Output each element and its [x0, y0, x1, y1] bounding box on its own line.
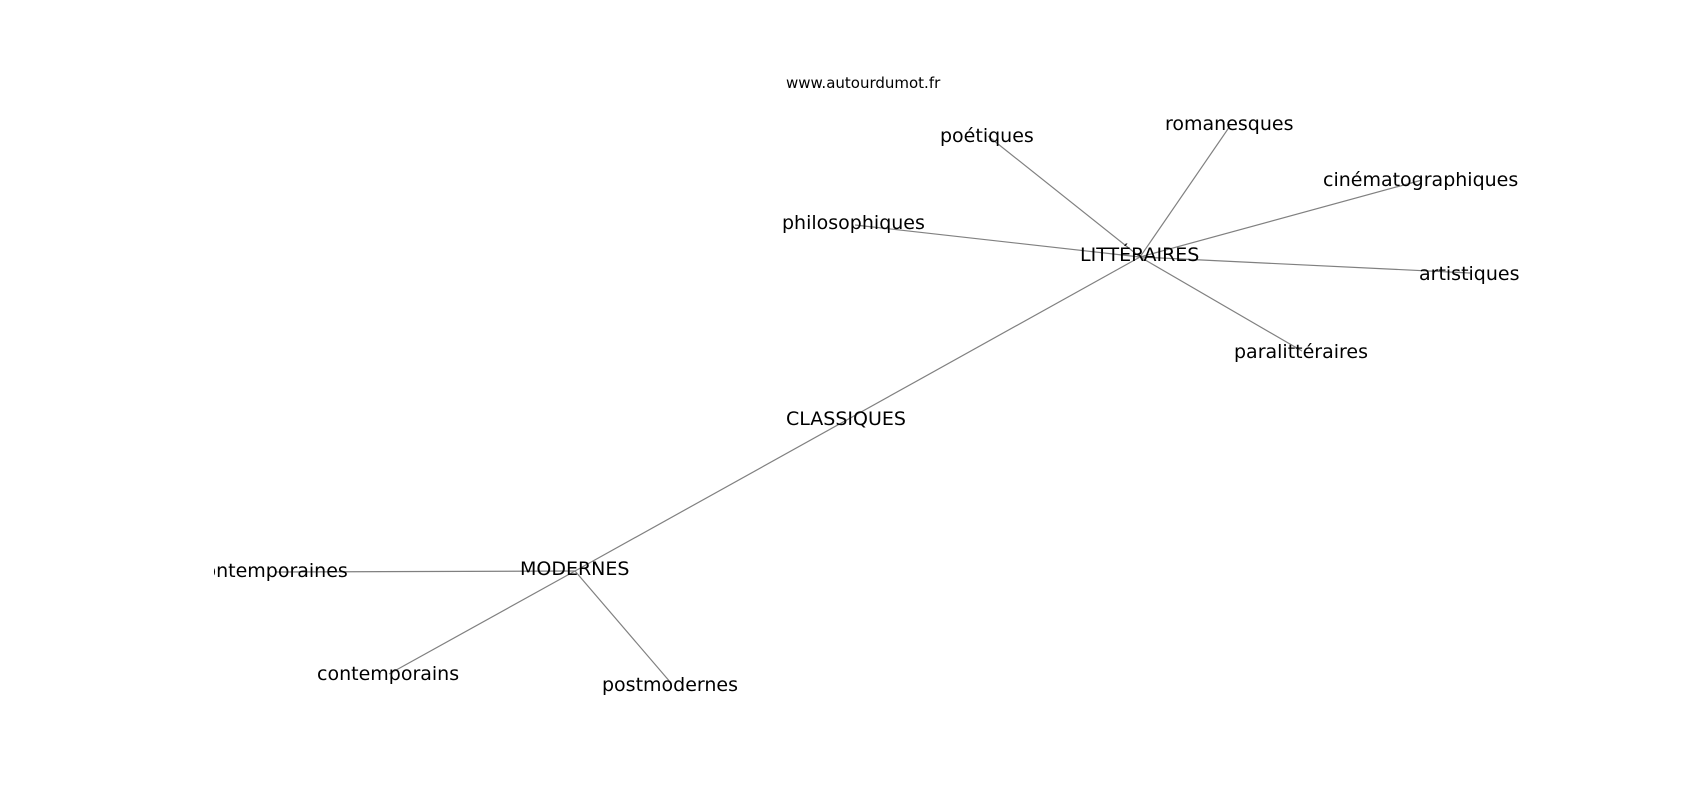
node-label-classiques[interactable]: CLASSIQUES: [786, 408, 906, 430]
graph-edges: [274, 125, 1471, 684]
node-label-artistiques[interactable]: artistiques: [1419, 263, 1520, 285]
node-label-litteraires[interactable]: LITTÉRAIRES: [1080, 243, 1199, 266]
edge-litteraires-romanesques: [1139, 125, 1231, 258]
edge-litteraires-paralitteraires: [1139, 256, 1303, 352]
node-label-modernes[interactable]: MODERNES: [520, 558, 629, 580]
edge-litteraires-poetiques: [987, 135, 1141, 258]
node-label-cinematographiques[interactable]: cinématographiques: [1323, 169, 1518, 191]
node-label-contemporains[interactable]: contemporains: [317, 663, 459, 685]
watermark-text: www.autourdumot.fr: [786, 74, 941, 92]
edge-modernes-contemporaines: [274, 570, 576, 573]
edge-litteraires-artistiques: [1139, 256, 1471, 274]
edge-litteraires-modernes: [574, 256, 1141, 572]
node-label-contemporaines[interactable]: contemporaines: [194, 560, 348, 582]
edge-modernes-postmodernes: [574, 570, 672, 684]
edge-modernes-contemporains: [388, 570, 576, 675]
node-label-philosophiques[interactable]: philosophiques: [782, 212, 925, 234]
node-label-romanesques[interactable]: romanesques: [1165, 113, 1294, 135]
edge-litteraires-philosophiques: [854, 224, 1141, 258]
node-label-postmodernes[interactable]: postmodernes: [602, 674, 738, 696]
node-label-poetiques[interactable]: poétiques: [940, 125, 1034, 147]
graph-nodes: LITTÉRAIRES CLASSIQUES MODERNES poétiques ro…: [194, 113, 1520, 696]
edge-litteraires-cinematographiques: [1139, 179, 1423, 258]
node-label-paralitteraires[interactable]: paralittéraires: [1234, 341, 1368, 363]
